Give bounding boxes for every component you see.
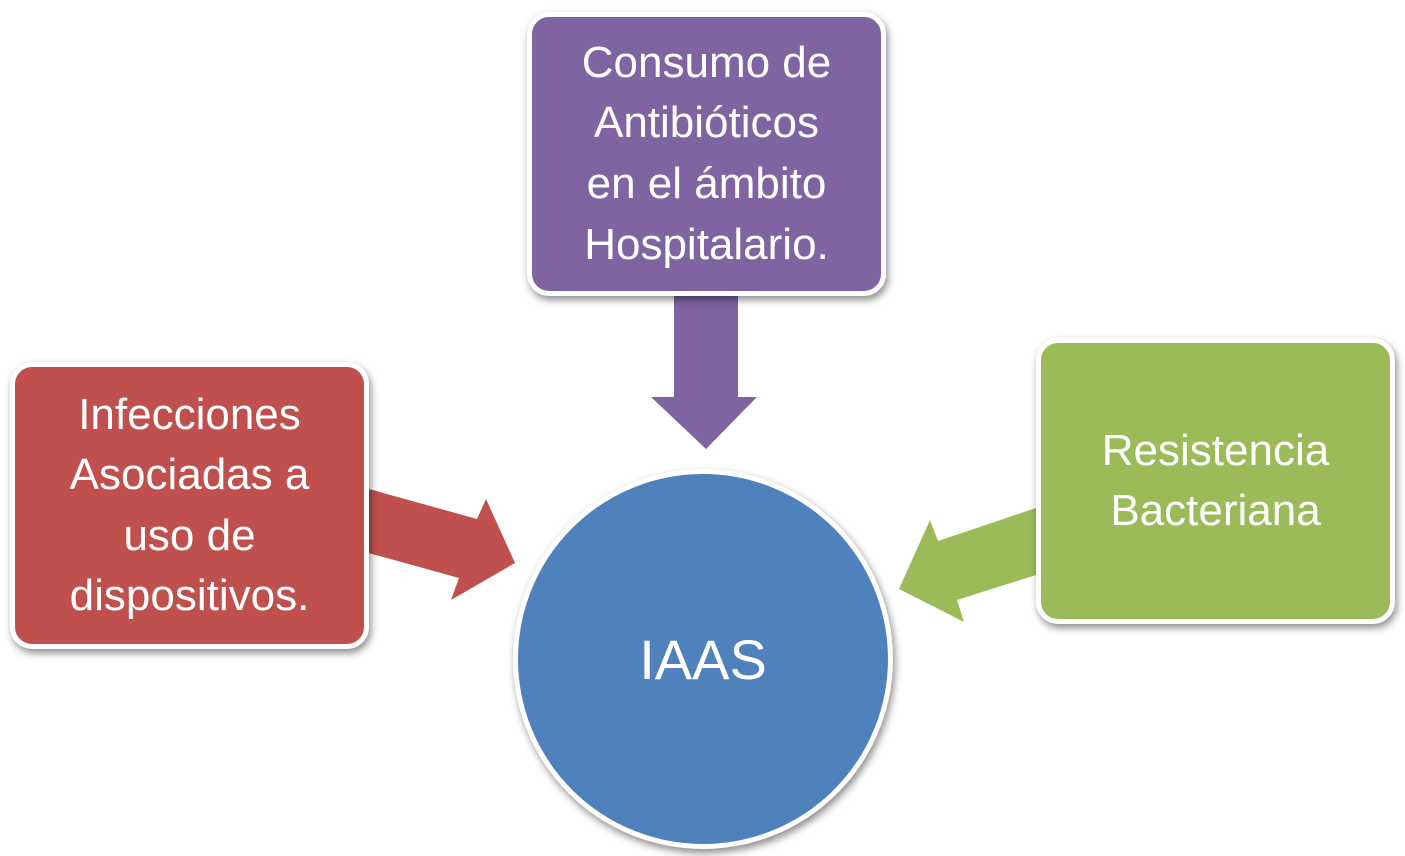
- node-bacterial-resistance-label: Resistencia Bacteriana: [1101, 425, 1330, 535]
- node-iaas: IAAS: [513, 469, 893, 849]
- node-device-infections: Infecciones Asociadas a uso de dispositi…: [10, 362, 369, 649]
- arrow-left-to-center: [365, 489, 515, 600]
- node-antibiotic-consumption-label: Consumo de Antibióticos en el ámbito Hos…: [581, 37, 832, 269]
- node-device-infections-label: Infecciones Asociadas a uso de dispositi…: [69, 389, 310, 620]
- node-bacterial-resistance: Resistencia Bacteriana: [1036, 338, 1395, 624]
- node-antibiotic-consumption: Consumo de Antibióticos en el ámbito Hos…: [527, 12, 886, 296]
- arrow-top-to-center: [651, 293, 757, 449]
- node-iaas-label: IAAS: [639, 627, 767, 691]
- arrow-right-to-center: [899, 508, 1036, 622]
